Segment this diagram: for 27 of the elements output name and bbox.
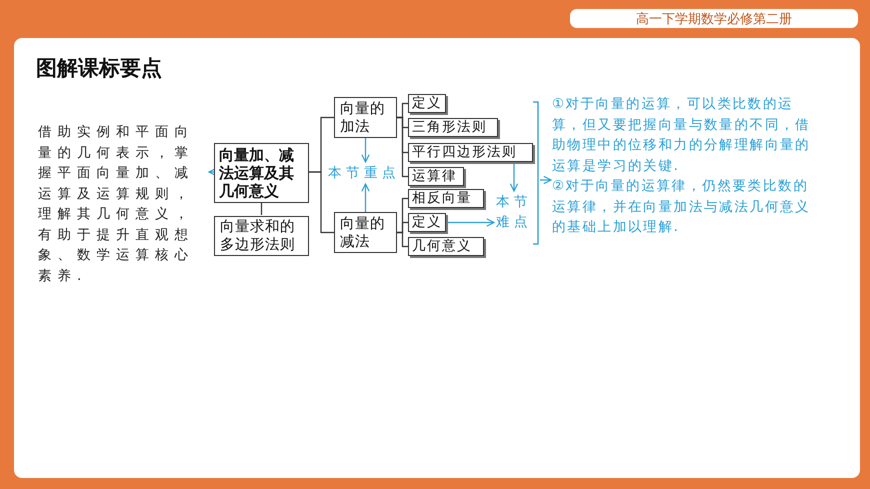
objective-text: 借助实例和平面向量的几何表示，掌握平面向量加、减运算及运算规则，理解其几何意义，有助于提升直观想象、数学运算核心素养. [38, 122, 206, 286]
subtopic-box: 相反向量 [408, 189, 484, 208]
emphasis-label: 本节重点 [328, 163, 400, 183]
subtopic-box: 三角形法则 [408, 118, 498, 137]
arrow [510, 162, 518, 192]
subtopic-box: 几何意义 [408, 237, 484, 256]
connector-line [397, 116, 408, 178]
connector-line [397, 232, 408, 248]
note-text: ②对于向量的运算律，仍然要类比数的运算律，并在向量加法与减法几何意义的基础上加以理解. [552, 177, 812, 237]
concept-box: 向量的减法 [334, 212, 397, 253]
subtopic-box: 定义 [408, 94, 446, 113]
arrow [540, 176, 552, 184]
note-text: ①对于向量的运算，可以类比数的运算，但又要把握向量与数量的不同，借助物理中的位移和力的分解理解向量的运算是学习的关键. [552, 95, 812, 176]
arrow [361, 138, 370, 163]
arrow [446, 218, 495, 227]
concept-box: 向量的加法 [334, 97, 397, 138]
subtopic-box: 平行四边形法则 [408, 143, 533, 162]
arrow [361, 183, 370, 212]
concept-box: 向量求和的多边形法则 [214, 216, 309, 256]
connector-line [309, 171, 334, 234]
subtopic-box: 定义 [408, 213, 446, 232]
connector-line [260, 201, 262, 215]
page-title: 图解课标要点 [36, 55, 162, 82]
topic-box: 向量加、减法运算及其几何意义 [214, 143, 309, 203]
header-badge: 高一下学期数学必修第二册 [570, 9, 858, 28]
subtopic-box: 运算律 [408, 167, 464, 186]
emphasis-label: 本节难点 [496, 192, 532, 234]
